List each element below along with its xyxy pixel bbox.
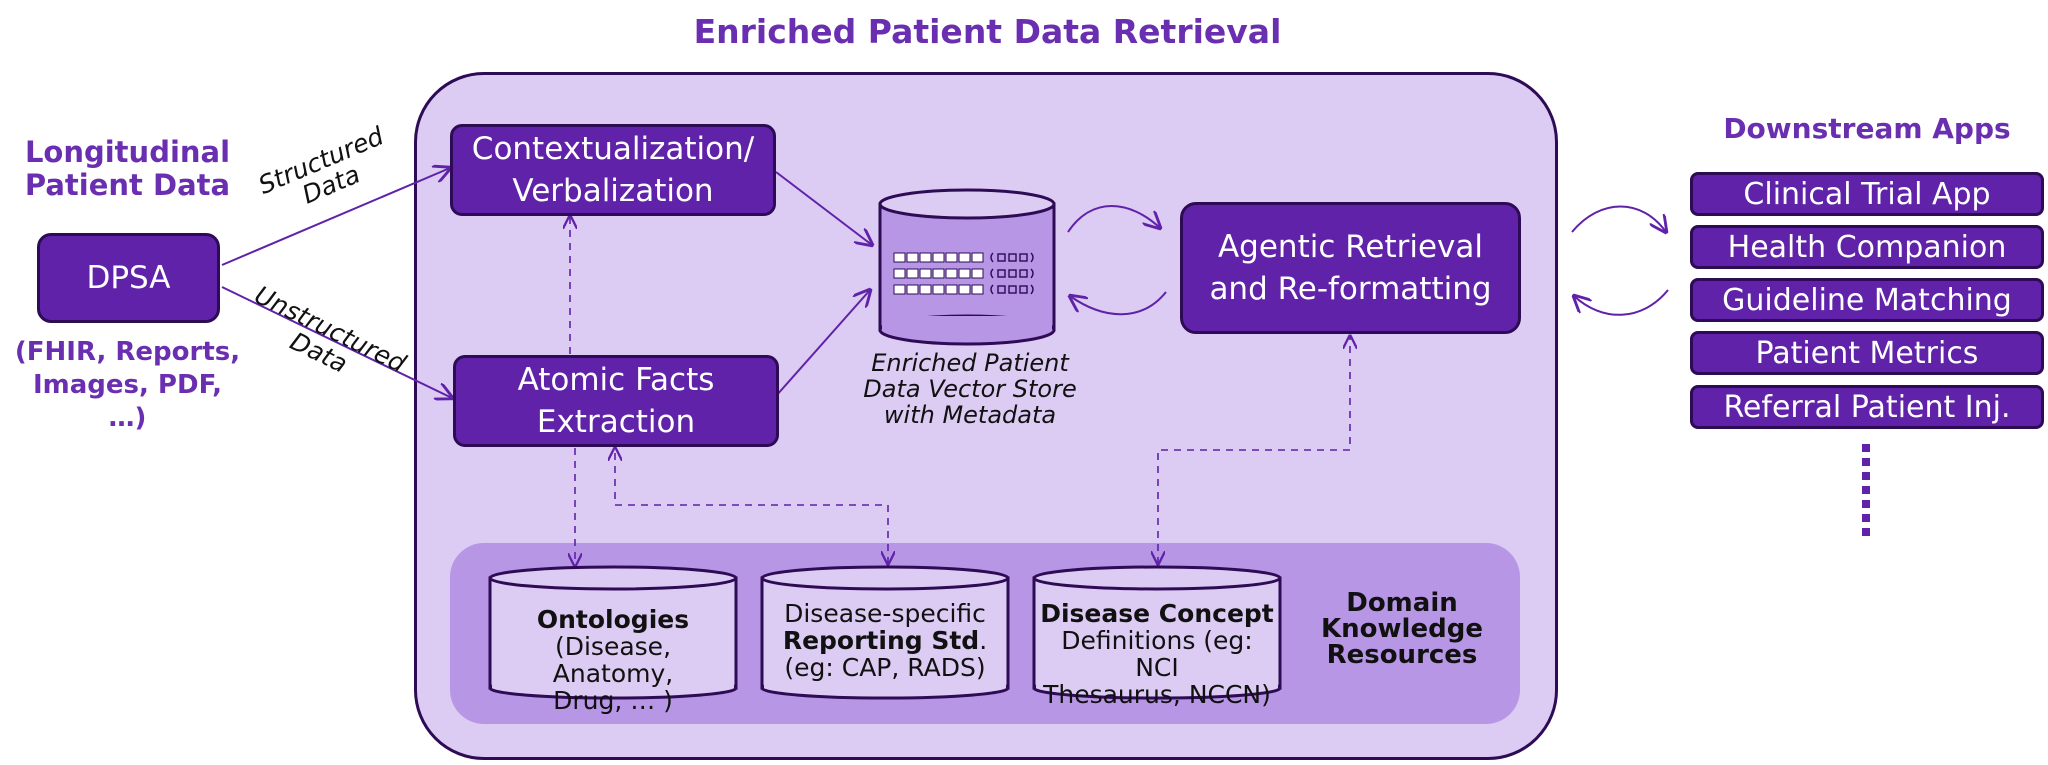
disease-concept-text: Disease Concept Definitions (eg: NCI The… xyxy=(1036,600,1278,708)
agentic-retrieval-box: Agentic Retrieval and Re-formatting xyxy=(1180,202,1521,334)
atomic-facts-label: Atomic Facts Extraction xyxy=(517,362,715,440)
arrow-unstructured xyxy=(221,286,452,398)
store-caption-line3: with Metadata xyxy=(883,401,1057,429)
source-formats-note: (FHIR, Reports, Images, PDF, …) xyxy=(10,336,245,435)
cycle-arrow-to-apps xyxy=(1571,205,1666,233)
dpsa-label: DPSA xyxy=(86,260,171,296)
disease-concept-cylinder-icon xyxy=(1032,565,1282,700)
reporting-standards-cylinder-icon xyxy=(760,565,1010,700)
longitudinal-heading-line2: Patient Data xyxy=(24,168,231,202)
longitudinal-data-heading: Longitudinal Patient Data xyxy=(20,136,235,202)
dashed-reporting-to-atomic xyxy=(615,448,888,564)
dk-label-line3: Resources xyxy=(1326,640,1478,670)
app-label: Health Companion xyxy=(1727,229,2007,265)
contextualization-label: Contextualization/ Verbalization xyxy=(471,131,755,209)
app-patient-metrics: Patient Metrics xyxy=(1690,331,2044,375)
arrow-context-to-store xyxy=(775,171,872,245)
concept-title: Disease Concept xyxy=(1040,599,1274,628)
app-label: Patient Metrics xyxy=(1755,335,1979,371)
app-referral-patient: Referral Patient Inj. xyxy=(1690,385,2044,429)
store-caption-line2: Data Vector Store xyxy=(863,375,1077,403)
vector-store-caption: Enriched Patient Data Vector Store with … xyxy=(840,350,1100,428)
source-formats-line2: Images, PDF, …) xyxy=(32,370,223,433)
dashed-concept-to-agentic xyxy=(1158,336,1350,564)
concept-line3: Thesaurus, NCCN) xyxy=(1043,680,1271,709)
reporting-title: Reporting Std xyxy=(782,626,980,655)
app-label: Referral Patient Inj. xyxy=(1723,389,2011,425)
dpsa-box: DPSA xyxy=(37,233,220,323)
app-health-companion: Health Companion xyxy=(1690,225,2044,269)
atomic-facts-box: Atomic Facts Extraction xyxy=(453,355,779,447)
app-label: Clinical Trial App xyxy=(1743,176,1991,212)
more-apps-ellipsis xyxy=(1862,444,1870,540)
app-label: Guideline Matching xyxy=(1722,282,2012,318)
source-formats-line1: (FHIR, Reports, xyxy=(14,337,241,367)
reporting-line1: Disease-specific xyxy=(784,599,986,628)
ontologies-line3: Drug, … ) xyxy=(553,686,673,715)
reporting-line3: (eg: CAP, RADS) xyxy=(784,653,986,682)
downstream-apps-heading: Downstream Apps xyxy=(1723,112,2011,145)
cycle-arrow-from-apps xyxy=(1574,289,1669,316)
concept-line2: Definitions (eg: NCI xyxy=(1061,626,1253,682)
arrow-atomic-to-store xyxy=(775,290,870,397)
app-guideline-matching: Guideline Matching xyxy=(1690,278,2044,322)
cycle-arrow-to-agentic xyxy=(1067,205,1160,233)
vector-store-icon xyxy=(878,188,1056,346)
store-caption-line1: Enriched Patient xyxy=(871,349,1069,377)
app-clinical-trial: Clinical Trial App xyxy=(1690,172,2044,216)
reporting-suffix: . xyxy=(979,626,988,655)
dk-label-line1: Domain xyxy=(1346,588,1458,618)
arrow-structured xyxy=(221,168,450,266)
cycle-arrow-to-store xyxy=(1070,291,1167,316)
contextualization-box: Contextualization/ Verbalization xyxy=(450,124,776,216)
ontologies-cylinder-icon xyxy=(488,565,738,700)
ontologies-title: Ontologies xyxy=(536,605,690,634)
agentic-retrieval-label: Agentic Retrieval and Re-formatting xyxy=(1209,229,1492,307)
domain-knowledge-label: Domain Knowledge Resources xyxy=(1312,590,1492,668)
longitudinal-heading-line1: Longitudinal xyxy=(24,135,231,169)
ontologies-line2: (Disease, Anatomy, xyxy=(552,632,674,688)
diagram-title: Enriched Patient Data Retrieval xyxy=(693,12,1282,51)
dk-label-line2: Knowledge xyxy=(1321,614,1483,644)
reporting-standards-text: Disease-specific Reporting Std. (eg: CAP… xyxy=(764,600,1006,681)
ontologies-text: Ontologies (Disease, Anatomy, Drug, … ) xyxy=(492,606,734,714)
